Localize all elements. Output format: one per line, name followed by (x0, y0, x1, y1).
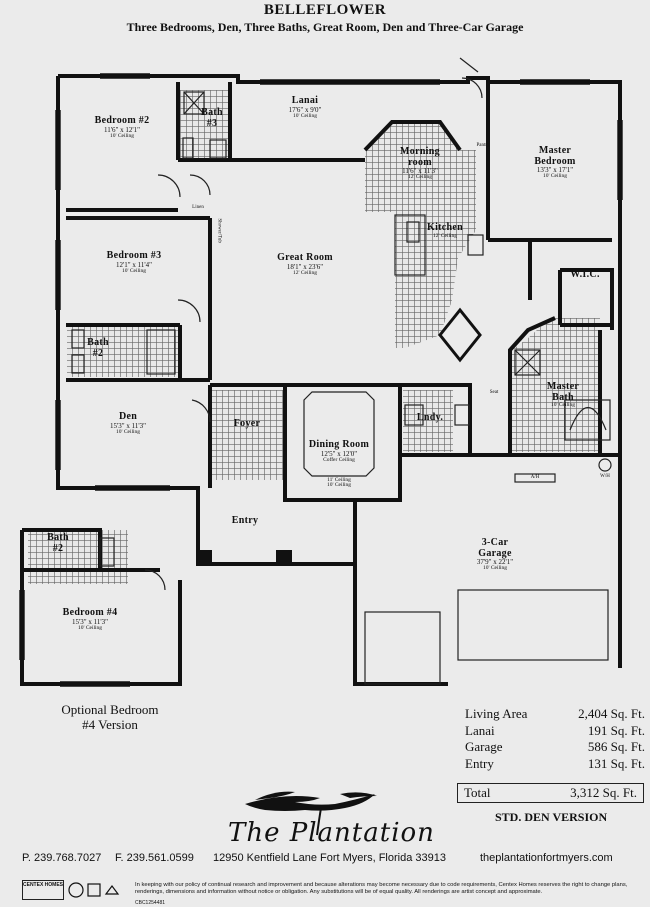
plan-subtitle: Three Bedrooms, Den, Three Baths, Great … (126, 20, 524, 34)
room-wic: W.I.C. (570, 269, 600, 280)
license-number: CBC1254481 (135, 900, 166, 906)
label-ah: A/H (530, 475, 540, 480)
room-dining: Dining Room 12'5" x 12'0" Coffer Ceiling… (308, 439, 370, 489)
room-garage: 3-Car Garage 37'9" x 22'1" 10' Ceiling (476, 537, 514, 572)
label-pantry: Pantry (476, 143, 490, 148)
footer-website[interactable]: theplantationfortmyers.com (480, 852, 613, 864)
room-great-room: Great Room 18'1" x 23'6" 12' Ceiling (277, 252, 333, 276)
room-foyer: Foyer (233, 418, 261, 429)
label-seat: Seat (489, 390, 499, 395)
legal-disclaimer: In keeping with our policy of continual … (135, 882, 628, 896)
room-alt-bath-2: Bath #2 (47, 532, 69, 554)
plan-title: BELLEFLOWER (263, 2, 387, 18)
palm-logo-icon (245, 791, 377, 836)
builder-logo: CENTEX HOMES (22, 880, 64, 900)
version-label: STD. DEN VERSION (495, 810, 608, 824)
label-wh: W/H (600, 474, 610, 479)
housing-logos-icon (68, 882, 120, 898)
brand-wordmark: The Plantation (228, 818, 435, 848)
room-laundry: Lndy. (416, 412, 444, 423)
room-morning: Morning room 11'6" x 11'3" 12' Ceiling (400, 146, 440, 181)
room-bedroom-3: Bedroom #3 12'1" x 11'4" 10' Ceiling (106, 250, 162, 274)
fixtures (71, 57, 612, 685)
room-bedroom-2: Bedroom #2 11'6" x 12'1" 10' Ceiling (94, 115, 150, 139)
room-bath-3: Bath #3 (201, 107, 223, 129)
room-lanai: Lanai 17'6" x 9'0" 10' Ceiling (288, 95, 322, 119)
label-linen: Linen (192, 205, 204, 210)
entry-columns (196, 550, 292, 566)
room-kitchen: Kitchen 12' Ceiling (427, 222, 463, 239)
footer-fax: F. 239.561.0599 (115, 852, 194, 864)
label-shower: Shower/Tub (216, 218, 222, 243)
windows (19, 73, 623, 687)
room-entry: Entry (231, 515, 259, 526)
room-bedroom-4: Bedroom #4 15'3" x 11'3" 10' Ceiling (62, 607, 118, 631)
room-master-bath: Master Bath 10' Ceiling (546, 381, 580, 408)
room-master-bedroom: Master Bedroom 13'3" x 17'1" 10' Ceiling (534, 145, 576, 180)
footer-address: 12950 Kentfield Lane Fort Myers, Florida… (213, 852, 446, 864)
room-bath-2: Bath #2 (87, 337, 109, 359)
walls (56, 74, 622, 686)
footer-phone: P. 239.768.7027 (22, 852, 102, 864)
tile-floors (28, 90, 600, 584)
optional-bedroom-caption: Optional Bedroom #4 Version (61, 702, 159, 732)
room-den: Den 15'3" x 11'3" 10' Ceiling (110, 411, 146, 435)
